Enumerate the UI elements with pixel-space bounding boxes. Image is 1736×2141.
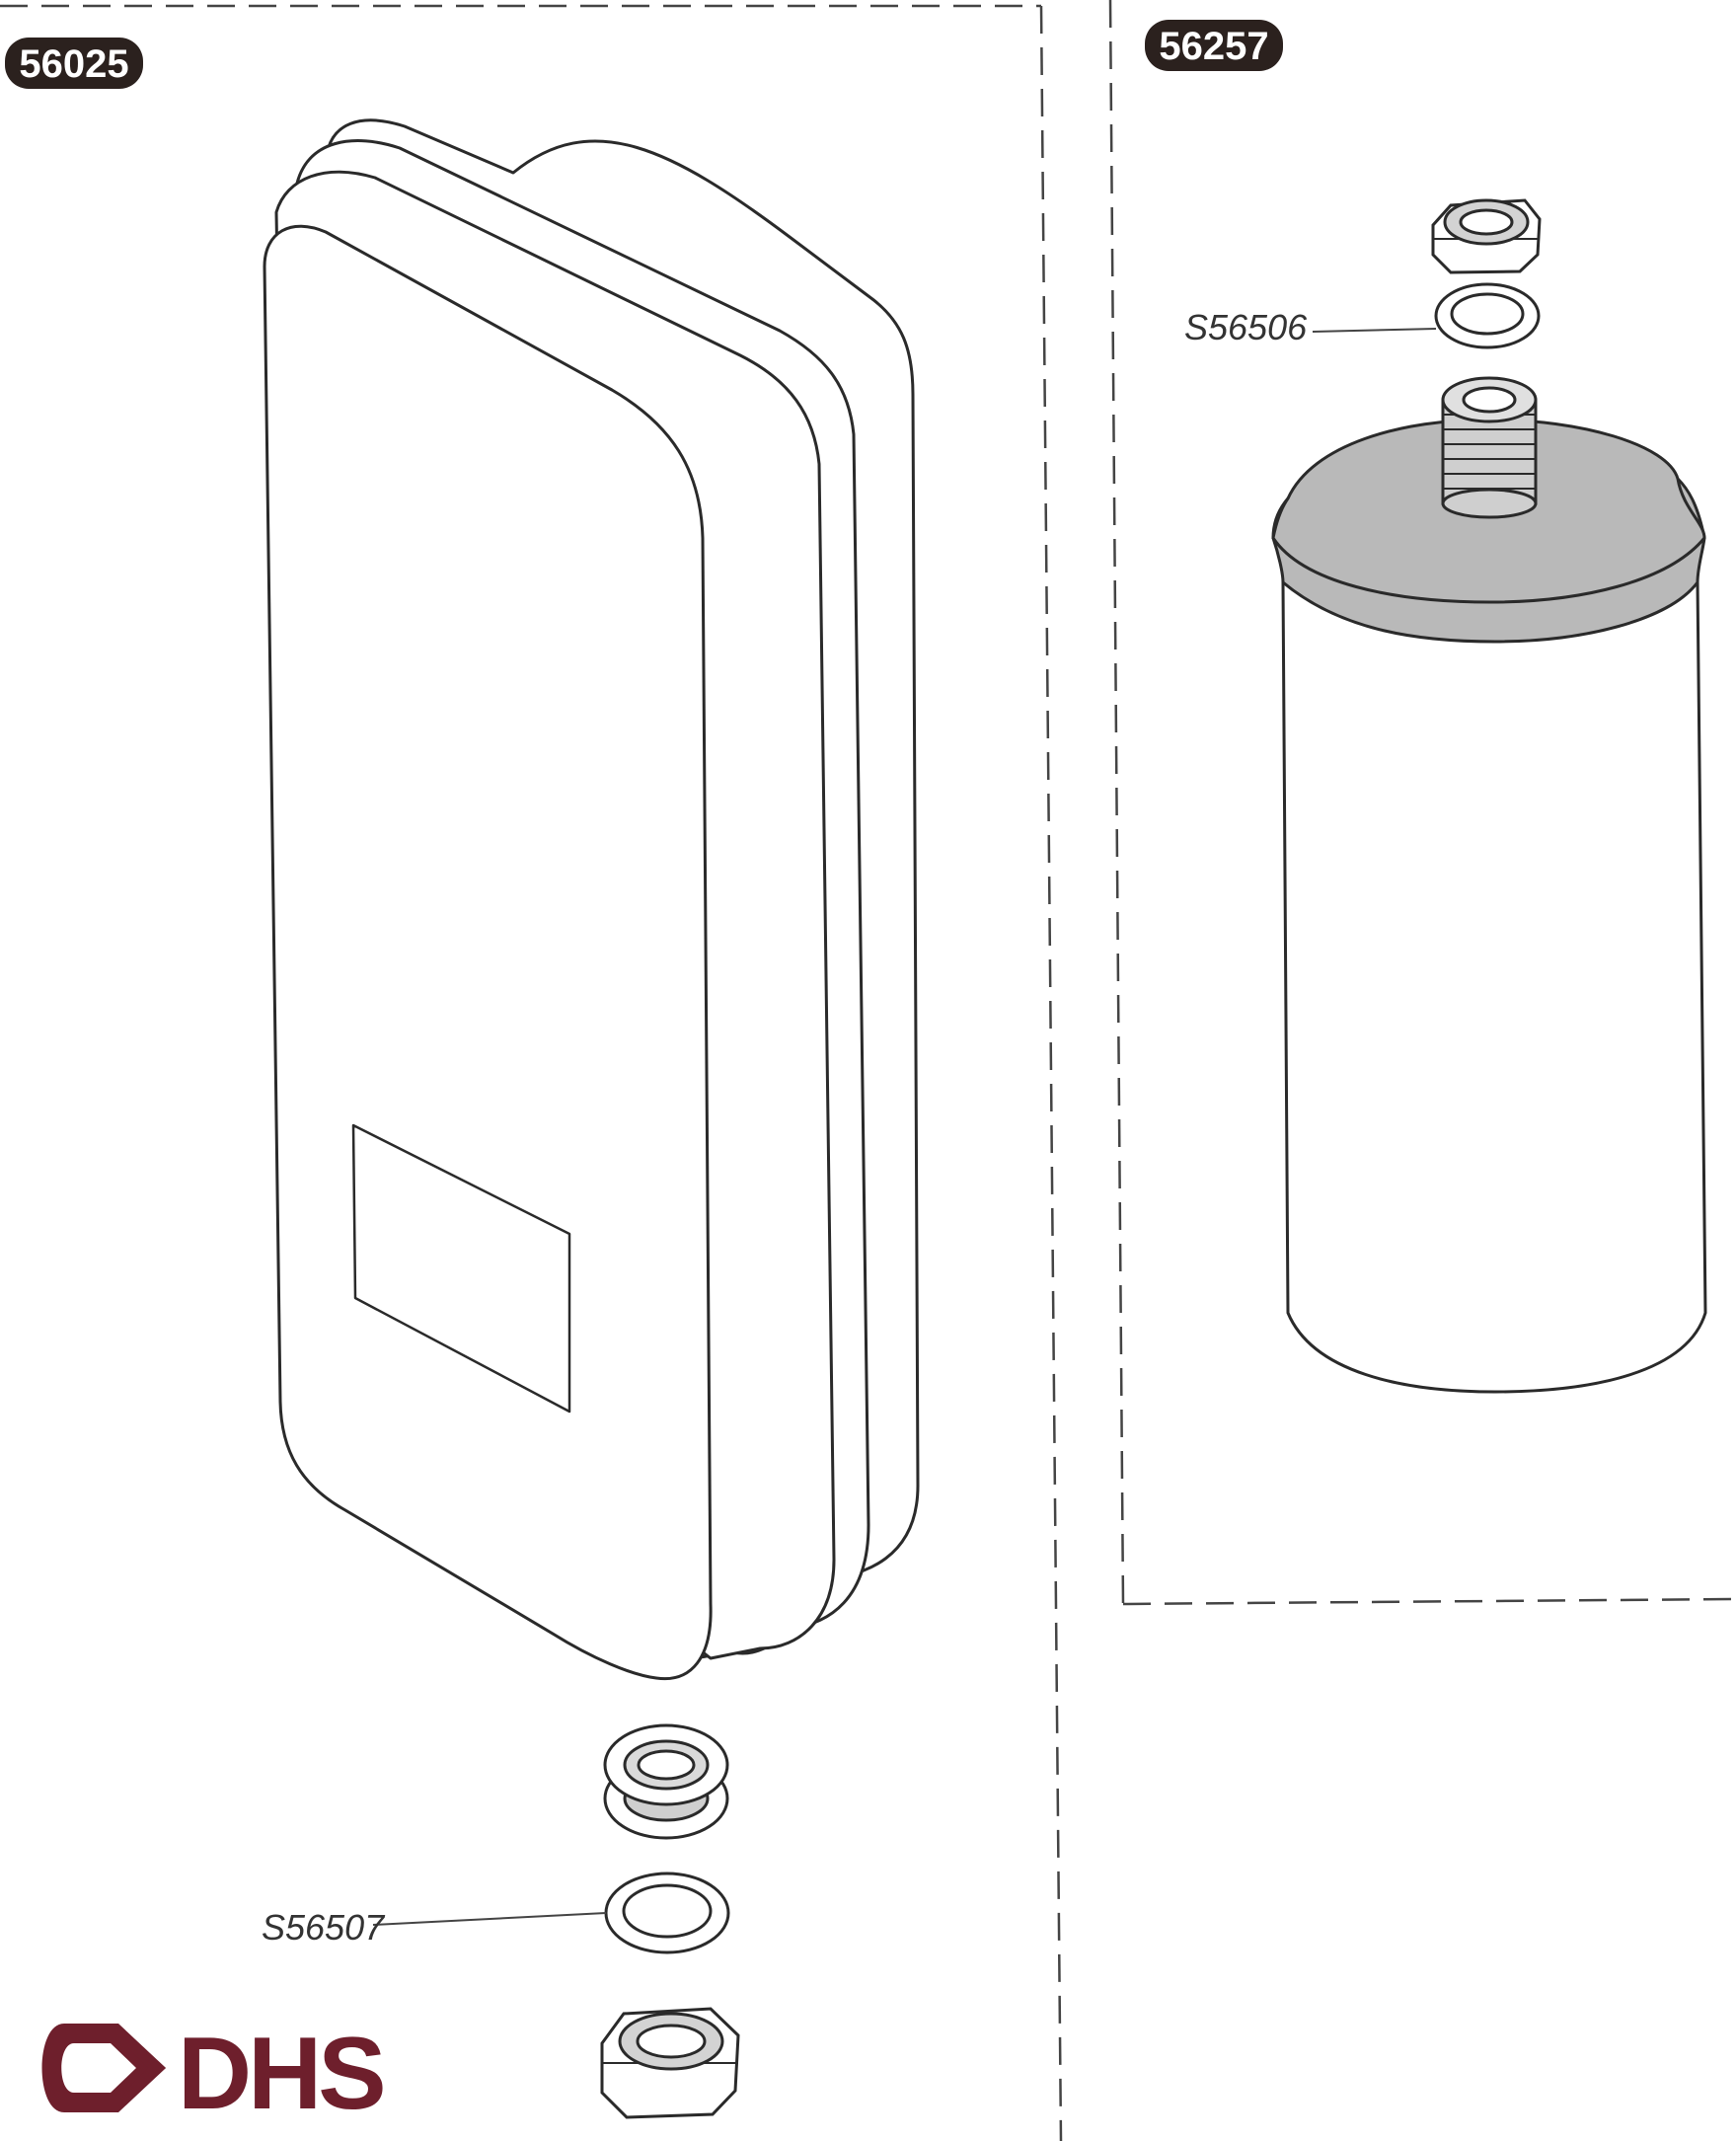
expansion-vessel-cylinder <box>1271 376 1707 1394</box>
washer-s56507 <box>604 1872 730 1954</box>
callout-s56506: S56506 <box>1184 307 1437 347</box>
left-fittings <box>600 1723 740 2119</box>
callout-s56506-label: S56506 <box>1184 307 1308 347</box>
arrow-bracket-icon-tip <box>128 2033 166 2103</box>
hex-nut-right <box>1431 198 1542 274</box>
badge-56025-label: 56025 <box>19 42 128 86</box>
divider-left-panel <box>1039 5 1063 2141</box>
callout-s56507: S56507 <box>262 1907 607 1948</box>
logo-text: DHS <box>178 2017 383 2131</box>
arrow-bracket-icon <box>41 2024 166 2112</box>
washer-s56506 <box>1434 282 1541 349</box>
vessel-label <box>351 1123 571 1414</box>
badge-56257: 56257 <box>1145 20 1283 71</box>
dhs-logo: DHS <box>41 2017 387 2131</box>
badge-56025: 56025 <box>5 38 143 89</box>
hex-nut-left <box>600 2007 740 2119</box>
divider-right-panel-left <box>1108 0 1125 1605</box>
callout-s56507-label: S56507 <box>262 1907 386 1948</box>
right-fittings <box>1431 198 1542 349</box>
cylinder-body <box>1281 580 1707 1394</box>
divider-right-panel-bottom <box>1122 1597 1736 1606</box>
vessel-front-face <box>263 224 713 1681</box>
threaded-connector <box>603 1723 729 1840</box>
cylinder-threaded-stem <box>1441 376 1538 519</box>
badge-56257-label: 56257 <box>1159 25 1268 68</box>
expansion-vessel-flat <box>263 118 920 1681</box>
